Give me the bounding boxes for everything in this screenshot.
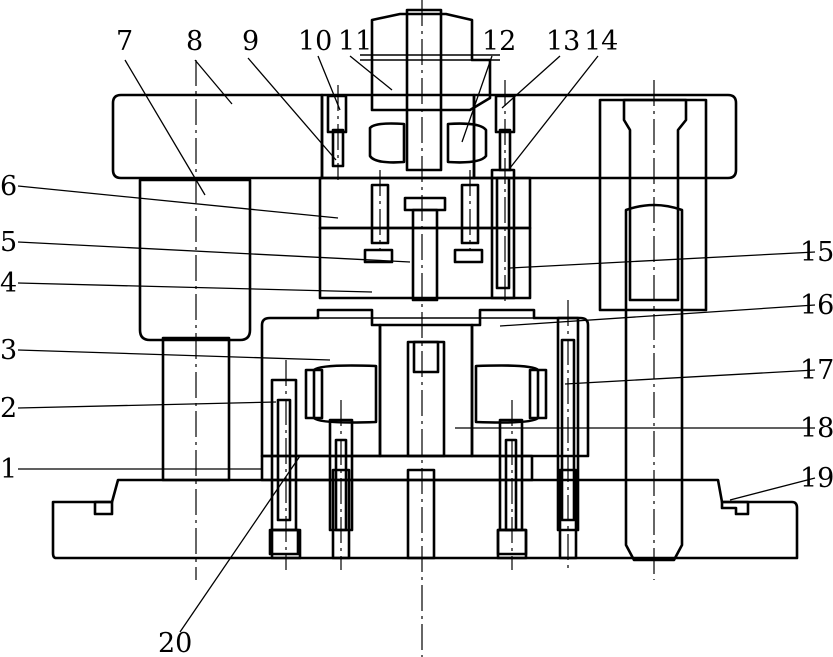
callout-12: 12 bbox=[482, 26, 516, 57]
callout-8: 8 bbox=[186, 26, 203, 57]
upper-die-seat bbox=[111, 93, 738, 180]
callout-17: 17 bbox=[800, 355, 833, 386]
die-shank bbox=[360, 8, 500, 172]
callout-11: 11 bbox=[338, 26, 372, 57]
guide-post-right bbox=[598, 98, 708, 562]
callout-5: 5 bbox=[0, 227, 17, 258]
callout-6: 6 bbox=[0, 171, 17, 202]
lower-plate bbox=[260, 454, 534, 482]
callout-9: 9 bbox=[242, 26, 259, 57]
callout-18: 18 bbox=[800, 413, 833, 444]
callout-4: 4 bbox=[0, 268, 17, 299]
callout-19: 19 bbox=[800, 463, 833, 494]
lower-rubber-pad bbox=[304, 364, 548, 424]
callout-3: 3 bbox=[0, 335, 17, 366]
lower-screws bbox=[268, 316, 580, 556]
callout-20: 20 bbox=[158, 628, 192, 657]
callout-15: 15 bbox=[800, 237, 833, 268]
ejector-pin bbox=[490, 168, 516, 300]
callout-1: 1 bbox=[0, 454, 17, 485]
center-lines bbox=[195, 0, 655, 657]
callout-16: 16 bbox=[800, 290, 833, 321]
leader-lines bbox=[17, 55, 816, 633]
lower-die-seat bbox=[51, 468, 799, 560]
callout-2: 2 bbox=[0, 393, 17, 424]
callout-7: 7 bbox=[116, 26, 133, 57]
callout-10: 10 bbox=[298, 26, 332, 57]
upper-rubber-pad bbox=[368, 122, 488, 164]
callout-13: 13 bbox=[546, 26, 580, 57]
callout-labels: 1 2 3 4 5 6 7 8 9 10 11 12 13 14 15 16 1… bbox=[0, 26, 833, 657]
punch-fixing-plate bbox=[318, 176, 532, 302]
guide-post-left bbox=[138, 178, 252, 482]
callout-14: 14 bbox=[584, 26, 618, 57]
